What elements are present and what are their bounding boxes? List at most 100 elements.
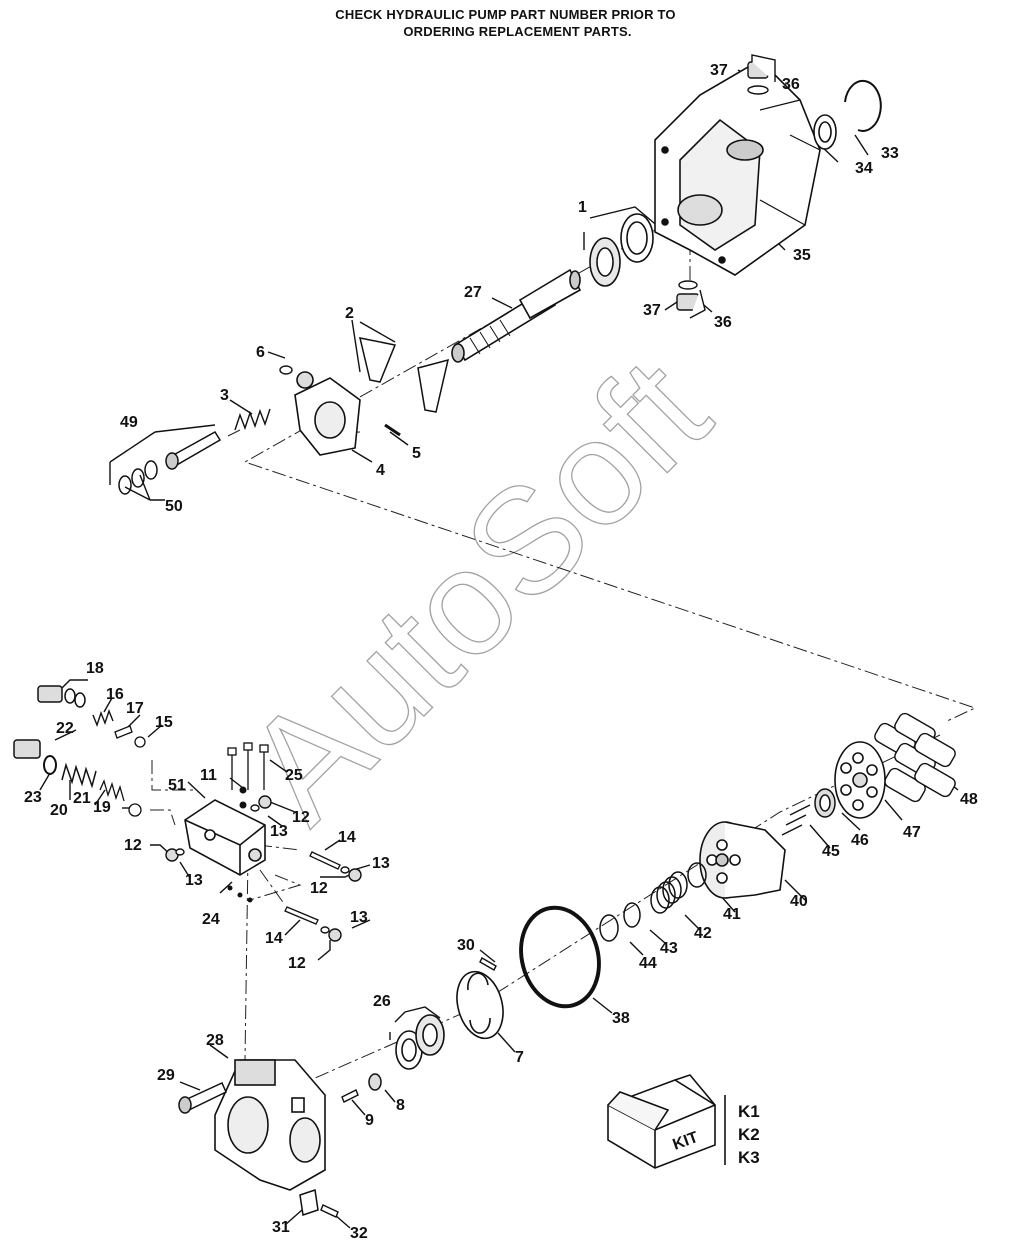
shaft-part-27 — [451, 268, 582, 363]
spring-part-42 — [650, 871, 688, 914]
plug-part-8 — [368, 1073, 382, 1091]
callout-5: 5 — [412, 445, 421, 462]
callout-15: 15 — [155, 714, 173, 731]
callout-46: 46 — [851, 832, 869, 849]
kit-box — [607, 1074, 726, 1169]
leader-lines — [39, 69, 959, 1229]
guide-part-46 — [814, 788, 836, 818]
callout-24: 24 — [202, 911, 220, 928]
compensator-body-part-51 — [184, 799, 266, 876]
callout-6: 6 — [256, 344, 265, 361]
callout-32: 32 — [350, 1225, 368, 1242]
callout-42: 42 — [694, 925, 712, 942]
callout-17: 17 — [126, 700, 144, 717]
callout-2: 2 — [345, 305, 354, 322]
callout-20: 20 — [50, 802, 68, 819]
kit-label-k2: K2 — [738, 1125, 760, 1144]
spring-part-20 — [61, 762, 97, 789]
callout-31: 31 — [272, 1219, 290, 1236]
o-ring-part-38 — [519, 905, 601, 1009]
callout-33: 33 — [881, 145, 899, 162]
ring-part-43 — [623, 902, 641, 928]
callout-3: 3 — [220, 387, 229, 404]
callout-7: 7 — [515, 1049, 524, 1066]
callout-50: 50 — [165, 498, 183, 515]
callout-29: 29 — [157, 1067, 175, 1084]
spring-part-3 — [234, 408, 271, 431]
swashplate-part-4 — [294, 371, 401, 456]
plug-part-18 — [37, 685, 86, 708]
callout-35: 35 — [793, 247, 811, 264]
callout-8: 8 — [396, 1097, 405, 1114]
screw-part-32 — [320, 1204, 339, 1218]
callout-41: 41 — [723, 906, 741, 923]
retainer-plate-part-47 — [834, 741, 886, 819]
callout-43: 43 — [660, 940, 678, 957]
callout-14a: 14 — [338, 829, 356, 846]
callout-37b: 37 — [643, 302, 661, 319]
pump-housing-part-35 — [654, 58, 821, 276]
callout-26: 26 — [373, 993, 391, 1010]
bracket-part-31 — [299, 1189, 319, 1216]
callout-37a: 37 — [710, 62, 728, 79]
callout-labels: 1 2 3 4 5 6 7 8 9 11 12 12 12 12 13 13 1… — [24, 62, 978, 1242]
seal-part-34 — [813, 114, 837, 150]
callout-23: 23 — [24, 789, 42, 806]
callout-38: 38 — [612, 1010, 630, 1027]
valve-plate-part-7 — [456, 970, 504, 1040]
callout-12a: 12 — [292, 809, 310, 826]
end-housing-part-28 — [214, 1059, 326, 1191]
callout-22: 22 — [56, 720, 74, 737]
callout-21: 21 — [73, 790, 91, 807]
plugs-part-11 — [239, 786, 247, 809]
screw-part-9 — [341, 1089, 359, 1103]
fittings-parts-12-13 — [165, 795, 362, 942]
seat-part-19 — [128, 803, 142, 817]
callout-45: 45 — [822, 843, 840, 860]
callout-27: 27 — [464, 284, 482, 301]
kit-label-k1: K1 — [738, 1102, 760, 1121]
callout-1: 1 — [578, 199, 587, 216]
plug-part-36-bottom — [676, 280, 706, 319]
spool-part-17 — [114, 725, 133, 739]
piston-part-49 — [165, 430, 222, 470]
callout-47: 47 — [903, 824, 921, 841]
bearing-part-1 — [589, 213, 654, 287]
washer-part-6 — [279, 365, 293, 375]
pistons-part-48 — [874, 712, 956, 803]
callout-25: 25 — [285, 767, 303, 784]
header-line-2: ORDERING REPLACEMENT PARTS. — [403, 24, 632, 39]
orifices-part-24 — [227, 885, 253, 903]
callout-28: 28 — [206, 1032, 224, 1049]
callout-13a: 13 — [270, 823, 288, 840]
callout-11: 11 — [200, 767, 217, 784]
callout-19: 19 — [93, 799, 111, 816]
callout-30: 30 — [457, 937, 475, 954]
callout-36a: 36 — [782, 76, 800, 93]
callout-49: 49 — [120, 414, 138, 431]
seat-part-15 — [134, 736, 146, 748]
kit-label-k3: K3 — [738, 1148, 760, 1167]
bearing-part-26 — [395, 1014, 445, 1070]
callout-13c: 13 — [372, 855, 390, 872]
callout-40: 40 — [790, 893, 808, 910]
retaining-ring-part-33 — [844, 79, 882, 132]
callout-12b: 12 — [124, 837, 142, 854]
callout-48: 48 — [960, 791, 978, 808]
callout-12c: 12 — [310, 880, 328, 897]
callout-51: 51 — [168, 777, 186, 794]
swashplate-bearing-part-2 — [358, 337, 450, 413]
ring-part-44 — [599, 914, 619, 942]
screw-part-29 — [178, 1082, 227, 1114]
diagram-header: CHECK HYDRAULIC PUMP PART NUMBER PRIOR T… — [0, 6, 1011, 40]
callout-44: 44 — [639, 955, 657, 972]
pins-part-14 — [284, 851, 341, 925]
callout-12d: 12 — [288, 955, 306, 972]
pins-part-45 — [781, 804, 811, 836]
screws-part-25 — [227, 742, 269, 790]
callout-13d: 13 — [350, 909, 368, 926]
seals-part-50 — [118, 460, 158, 495]
callout-34: 34 — [855, 160, 873, 177]
spring-part-21 — [99, 779, 125, 802]
